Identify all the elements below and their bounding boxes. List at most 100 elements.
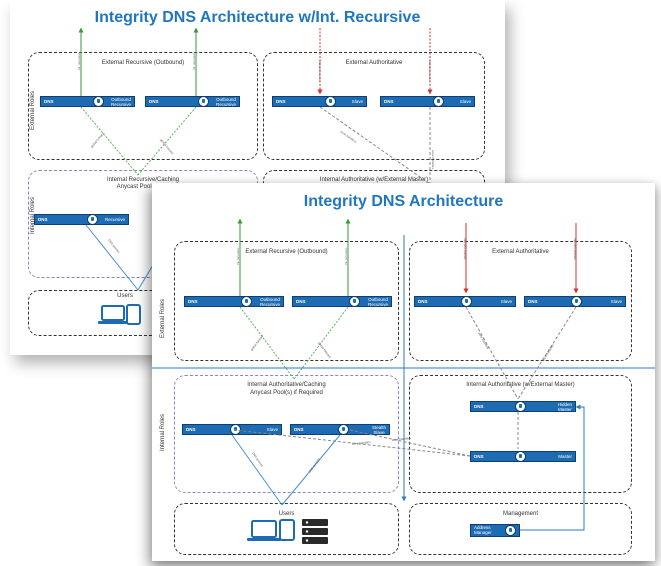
dns-node-icon <box>325 96 336 107</box>
front-ext-authoritative-box: External Authoritative <box>409 241 632 361</box>
dns-node-icon <box>571 296 582 307</box>
node-role: Slave <box>500 299 512 304</box>
back-int-authoritative-box: Internal Authoritative (w/External Maste… <box>263 170 485 186</box>
front-int-auth-caching-label-1: Internal Authoritative/Caching <box>247 382 326 388</box>
back-slide-title: Integrity DNS Architecture w/Int. Recurs… <box>94 9 421 26</box>
back-connections: Int. recursion Int. recursion Inbound qu… <box>77 27 435 325</box>
back-ext-authoritative-label: External Authoritative <box>345 60 403 66</box>
back-global-forward-edge-label: global forward <box>90 131 105 148</box>
back-inbound-arrows <box>317 28 433 95</box>
back-query-lines <box>85 224 154 291</box>
back-recursive-node: DNS Recursive <box>34 214 129 225</box>
front-int-recursion-edge-label-2: Int. recursion <box>344 247 348 265</box>
back-int-authoritative-label: Internal Authoritative (w/External Maste… <box>319 177 429 183</box>
back-slave-node-2: DNS Slave <box>380 96 475 107</box>
front-ext-authoritative-label: External Authoritative <box>492 249 549 255</box>
front-internal-slave-node: DNS Slave <box>182 424 282 435</box>
dns-node-icon <box>93 96 104 107</box>
front-ext-recursive-label: External Recursive (Outbound) <box>245 249 328 255</box>
node-role: Recursive <box>104 217 125 222</box>
node-role: Slave <box>610 299 622 304</box>
front-forward-lines <box>239 306 349 380</box>
back-inbound-queries-edge-label-2: Inbound queries <box>428 60 432 82</box>
front-inbound-arrows <box>463 223 579 294</box>
back-int-recursion-edge-label: Int. recursion <box>77 52 81 70</box>
dns-node-icon <box>198 96 209 107</box>
dns-node-icon <box>338 424 349 435</box>
front-outbound-arrows <box>237 218 351 296</box>
dns-label: DNS <box>44 99 54 104</box>
node-role: Master <box>558 454 572 459</box>
node-role: Slave <box>266 427 278 432</box>
back-dns-queries-edge-label: DNS queries <box>107 238 121 254</box>
dns-label: DNS <box>384 99 394 104</box>
front-int-auth-caching-label-2: Anycast Pool(s) if Required <box>250 390 323 396</box>
dns-node-icon <box>349 296 360 307</box>
front-slide-title: Integrity DNS Architecture <box>303 193 504 210</box>
back-slave-node-1: DNS Slave <box>272 96 367 107</box>
server-rack-icon <box>302 519 328 544</box>
front-management-link <box>520 404 585 531</box>
front-int-recursion-edge-label: Int. recursion <box>236 247 240 265</box>
front-global-forward-edge-label: global forward <box>250 334 265 352</box>
front-users-label: Users <box>278 511 295 517</box>
front-dns-queries-edge-label-2: DNS queries <box>308 457 321 474</box>
back-zone-transfer-lines <box>319 106 431 185</box>
front-zone-transfer-lines <box>233 306 577 457</box>
laptop-icon <box>98 305 128 324</box>
front-query-lines <box>231 434 341 506</box>
dns-node-icon <box>515 451 526 462</box>
dns-node-icon <box>241 296 252 307</box>
front-int-auth-caching-box: Internal Authoritative/Caching Anycast P… <box>174 375 399 493</box>
front-zone-transfers-edge-label-3: zone transfers <box>352 440 372 446</box>
back-outbound-arrows <box>78 27 199 96</box>
tablet-icon <box>126 304 141 325</box>
front-int-authoritative-box: Internal Authoritative (w/External Maste… <box>409 375 632 493</box>
back-ext-authoritative-box: External Authoritative <box>263 52 485 160</box>
front-management-label: Management <box>502 511 539 517</box>
back-int-recursion-edge-label-2: Int. recursion <box>192 52 196 70</box>
node-role: Slave <box>459 99 471 104</box>
front-zone-transfers-edge-label-2: zone transfers <box>541 343 555 362</box>
front-slide: Integrity DNS Architecture External Role… <box>152 183 655 561</box>
dns-node-icon <box>461 296 472 307</box>
front-slave-node-2: DNS Slave <box>524 296 626 307</box>
back-int-recursive-label-1: Internal Recursive/Caching <box>106 177 180 183</box>
tablet-icon <box>279 519 295 541</box>
dns-label: DNS <box>296 299 306 304</box>
front-int-authoritative-label: Internal Authoritative (w/External Maste… <box>466 382 575 388</box>
dns-label: DNS <box>294 427 304 432</box>
dns-label: DNS <box>474 454 484 459</box>
dns-label: DNS <box>188 299 198 304</box>
dns-node-icon <box>433 96 444 107</box>
front-slave-node-1: DNS Slave <box>414 296 516 307</box>
dns-label: DNS <box>474 404 484 409</box>
laptop-icon <box>247 520 281 541</box>
front-inbound-queries-edge-label: Inbound queries <box>463 238 467 260</box>
dns-node-icon <box>505 525 516 536</box>
dns-label: DNS <box>149 99 159 104</box>
dns-label: DNS <box>528 299 538 304</box>
front-users-box: Users <box>174 503 399 555</box>
dns-label: DNS <box>418 299 428 304</box>
back-ext-recursive-box: External Recursive (Outbound) <box>28 52 258 160</box>
back-users-label: Users <box>117 293 133 299</box>
front-management-box: Management <box>409 503 632 555</box>
dns-node-icon <box>230 424 241 435</box>
front-inbound-queries-edge-label-2: Inbound queries <box>573 238 577 260</box>
front-connections: Int. recursion Int. recursion Inbound qu… <box>152 218 655 544</box>
dns-node-icon <box>515 401 526 412</box>
